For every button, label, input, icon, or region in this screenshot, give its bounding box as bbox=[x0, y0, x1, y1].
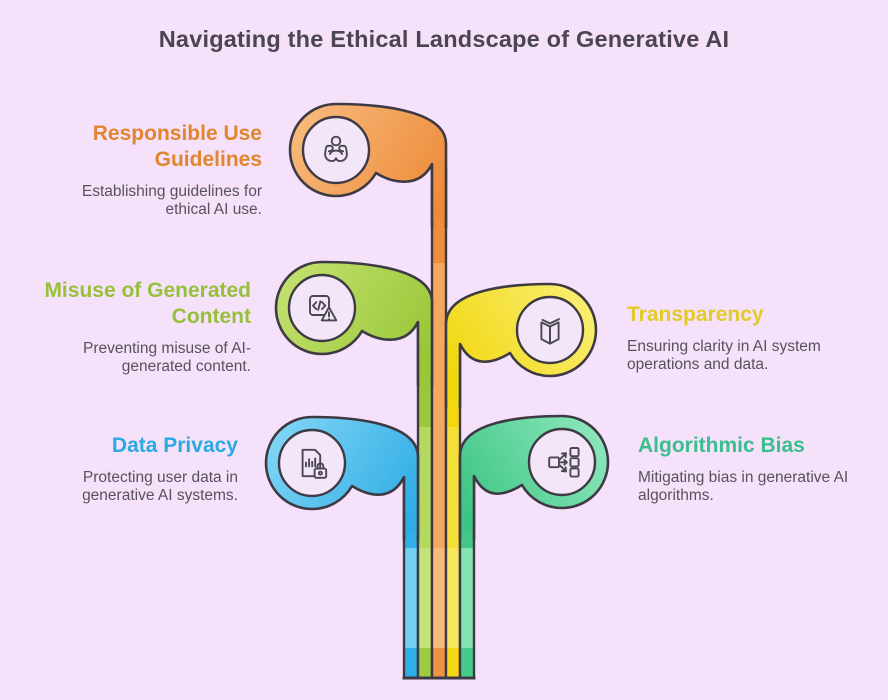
branch-heading-responsible-use: Responsible Use Guidelines bbox=[92, 122, 262, 171]
branch-curl-responsible-use bbox=[288, 102, 448, 228]
branch-text-data-privacy: Data Privacy Protecting user data in gen… bbox=[26, 433, 238, 504]
branch-description-misuse: Preventing misuse of AI-generated conten… bbox=[83, 340, 251, 375]
document-lock-icon bbox=[301, 448, 328, 479]
branch-curl-algorithmic-bias bbox=[458, 414, 610, 540]
open-book-icon bbox=[540, 318, 560, 345]
branch-description-data-privacy: Protecting user data in generative AI sy… bbox=[82, 469, 238, 504]
branch-curl-misuse bbox=[274, 260, 434, 386]
branch-curl-transparency bbox=[444, 282, 598, 408]
branching-arrows-icon bbox=[548, 447, 580, 478]
branch-text-transparency: Transparency Ensuring clarity in AI syst… bbox=[627, 302, 843, 373]
stem-group bbox=[402, 168, 476, 680]
care-hands-icon bbox=[324, 135, 348, 163]
stem-misuse bbox=[416, 324, 434, 680]
branch-curl-data-privacy bbox=[264, 415, 420, 541]
code-warning-icon bbox=[309, 295, 338, 322]
stem-responsible-use bbox=[430, 168, 448, 680]
branch-heading-misuse: Misuse of Generated Content bbox=[44, 279, 251, 328]
branch-heading-algorithmic-bias: Algorithmic Bias bbox=[638, 434, 805, 457]
branch-heading-data-privacy: Data Privacy bbox=[111, 434, 238, 457]
branch-text-algorithmic-bias: Algorithmic Bias Mitigating bias in gene… bbox=[638, 433, 854, 504]
branch-text-misuse: Misuse of Generated Content Preventing m… bbox=[39, 278, 251, 375]
branch-description-algorithmic-bias: Mitigating bias in generative AI algorit… bbox=[638, 469, 849, 504]
branch-description-transparency: Ensuring clarity in AI system operations… bbox=[627, 338, 821, 373]
branch-description-responsible-use: Establishing guidelines for ethical AI u… bbox=[81, 183, 262, 218]
branch-heading-transparency: Transparency bbox=[627, 303, 764, 326]
branch-text-responsible-use: Responsible Use Guidelines Establishing … bbox=[50, 121, 262, 218]
page-title: Navigating the Ethical Landscape of Gene… bbox=[158, 26, 730, 52]
